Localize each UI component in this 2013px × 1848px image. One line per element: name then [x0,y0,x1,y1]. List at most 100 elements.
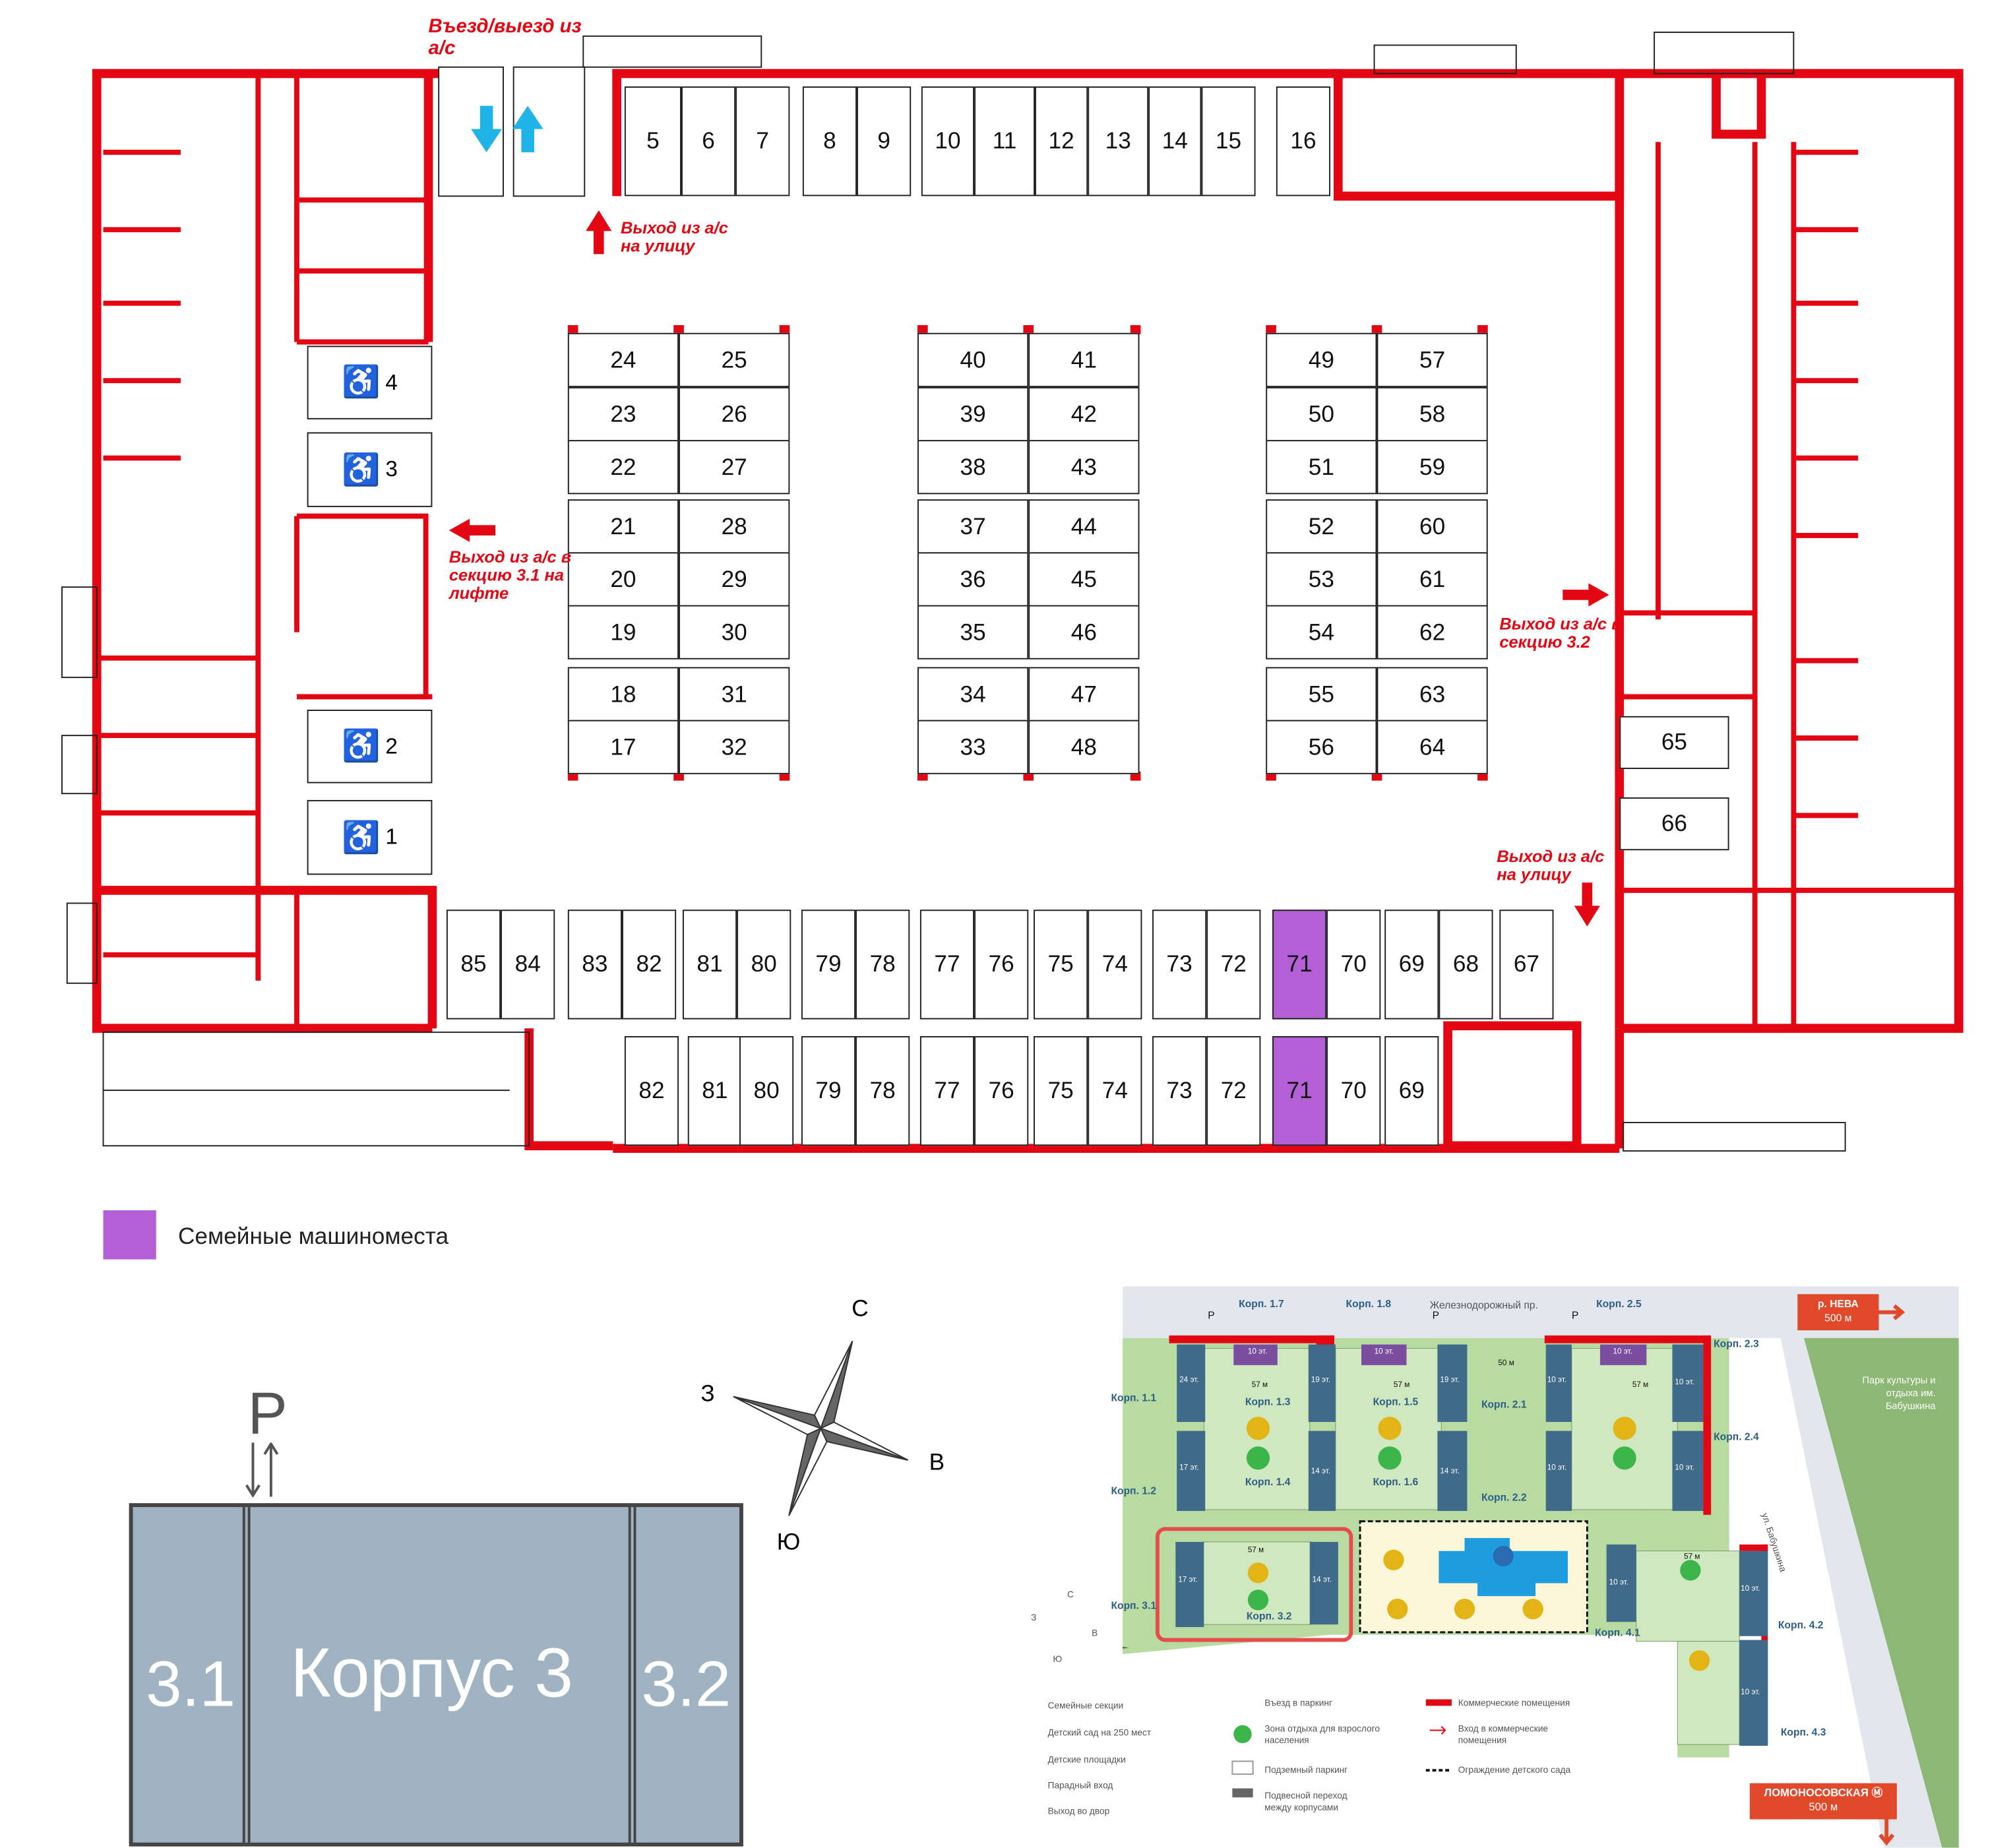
parking-spot[interactable]: 47 [1028,667,1140,722]
parking-spot[interactable]: 35 [917,605,1029,660]
parking-spot[interactable]: 85 [446,909,501,1020]
parking-spot[interactable]: 77 [919,1035,975,1146]
parking-spot[interactable]: 74 [1088,909,1142,1020]
parking-spot[interactable]: 13 [1088,86,1149,197]
parking-spot[interactable]: 31 [679,667,790,722]
parking-spot[interactable]: 67 [1499,909,1554,1020]
parking-spot[interactable]: 24 [567,332,679,387]
parking-spot[interactable]: 29 [679,552,790,607]
parking-spot[interactable]: 9 [857,86,912,197]
parking-spot[interactable]: 10 [921,86,975,197]
parking-spot[interactable]: 59 [1377,440,1488,495]
parking-spot[interactable]: 17 [567,720,679,774]
parking-spot[interactable]: 83 [567,909,622,1020]
parking-spot[interactable]: 5 [624,86,681,197]
parking-spot[interactable]: 64 [1377,720,1488,774]
parking-spot[interactable]: 63 [1377,667,1488,722]
parking-spot[interactable]: 43 [1028,440,1140,495]
parking-spot[interactable]: 6 [681,86,736,197]
parking-spot[interactable]: 8 [802,86,857,197]
parking-spot[interactable]: 68 [1439,909,1493,1020]
parking-spot[interactable]: 41 [1028,332,1140,387]
parking-spot[interactable]: 65 [1619,716,1729,770]
parking-spot[interactable]: 48 [1028,720,1140,774]
parking-spot[interactable]: 72 [1206,1035,1261,1146]
parking-spot[interactable]: 19 [567,605,679,660]
parking-spot[interactable]: 69 [1384,909,1439,1020]
parking-spot[interactable]: 56 [1266,720,1377,774]
parking-spot[interactable]: 82 [621,909,677,1020]
parking-spot[interactable]: 66 [1619,797,1729,851]
parking-spot[interactable]: 36 [917,552,1029,607]
parking-spot[interactable]: 70 [1326,1035,1381,1146]
parking-spot[interactable]: 21 [567,499,679,554]
parking-spot[interactable]: 76 [974,1035,1029,1146]
parking-spot[interactable]: 30 [679,605,790,660]
parking-spot[interactable]: 49 [1266,332,1377,387]
parking-spot[interactable]: 39 [917,386,1029,442]
parking-spot[interactable]: 74 [1088,1035,1142,1146]
parking-spot[interactable]: 53 [1266,552,1377,607]
parking-spot[interactable]: 61 [1377,552,1488,607]
parking-spot[interactable]: 46 [1028,605,1140,660]
parking-spot[interactable]: 60 [1377,499,1488,554]
parking-spot[interactable]: 27 [679,440,790,495]
parking-spot[interactable]: 42 [1028,386,1140,442]
parking-spot[interactable]: 72 [1206,909,1261,1020]
parking-spot[interactable]: 11 [974,86,1036,197]
spot-number: 31 [721,681,747,707]
parking-spot[interactable]: 7 [735,86,790,197]
parking-spot[interactable]: 78 [855,1035,910,1146]
parking-spot[interactable]: 28 [679,499,790,554]
parking-spot[interactable]: 38 [917,440,1029,495]
parking-spot[interactable]: 69 [1384,1035,1439,1146]
parking-spot[interactable]: 80 [739,1035,794,1146]
parking-spot[interactable]: 18 [567,667,679,722]
parking-spot[interactable]: 71 [1272,1035,1327,1146]
disabled-spot[interactable]: ♿4 [307,346,433,419]
parking-spot[interactable]: 73 [1152,1035,1207,1146]
parking-spot[interactable]: 79 [801,1035,856,1146]
parking-spot[interactable]: 37 [917,499,1029,554]
parking-spot[interactable]: 33 [917,720,1029,774]
parking-spot[interactable]: 15 [1201,86,1256,197]
parking-spot[interactable]: 54 [1266,605,1377,660]
parking-spot[interactable]: 81 [682,909,737,1020]
parking-spot[interactable]: 57 [1377,332,1488,387]
parking-spot[interactable]: 55 [1266,667,1377,722]
parking-spot[interactable]: 80 [737,909,791,1020]
parking-spot[interactable]: 22 [567,440,679,495]
parking-spot[interactable]: 50 [1266,386,1377,442]
disabled-spot[interactable]: ♿2 [307,710,433,784]
parking-spot[interactable]: 16 [1276,86,1331,197]
parking-spot[interactable]: 71 [1272,909,1327,1020]
parking-spot[interactable]: 79 [801,909,856,1020]
parking-spot[interactable]: 20 [567,552,679,607]
parking-spot[interactable]: 40 [917,332,1029,387]
parking-spot[interactable]: 23 [567,386,679,442]
disabled-spot[interactable]: ♿1 [307,799,433,875]
parking-spot[interactable]: 76 [974,909,1029,1020]
parking-spot[interactable]: 52 [1266,499,1377,554]
parking-spot[interactable]: 26 [679,386,790,442]
parking-spot[interactable]: 81 [687,1035,742,1146]
parking-spot[interactable]: 32 [679,720,790,774]
parking-spot[interactable]: 84 [501,909,555,1020]
parking-spot[interactable]: 78 [855,909,910,1020]
parking-spot[interactable]: 12 [1035,86,1088,197]
parking-spot[interactable]: 25 [679,332,790,387]
parking-spot[interactable]: 75 [1034,909,1088,1020]
parking-spot[interactable]: 73 [1152,909,1207,1020]
parking-spot[interactable]: 45 [1028,552,1140,607]
parking-spot[interactable]: 75 [1034,1035,1088,1146]
parking-spot[interactable]: 70 [1326,909,1381,1020]
disabled-spot[interactable]: ♿3 [307,432,433,507]
parking-spot[interactable]: 62 [1377,605,1488,660]
parking-spot[interactable]: 58 [1377,386,1488,442]
parking-spot[interactable]: 14 [1148,86,1202,197]
parking-spot[interactable]: 51 [1266,440,1377,495]
parking-spot[interactable]: 44 [1028,499,1140,554]
parking-spot[interactable]: 34 [917,667,1029,722]
parking-spot[interactable]: 77 [919,909,975,1020]
parking-spot[interactable]: 82 [624,1035,679,1146]
